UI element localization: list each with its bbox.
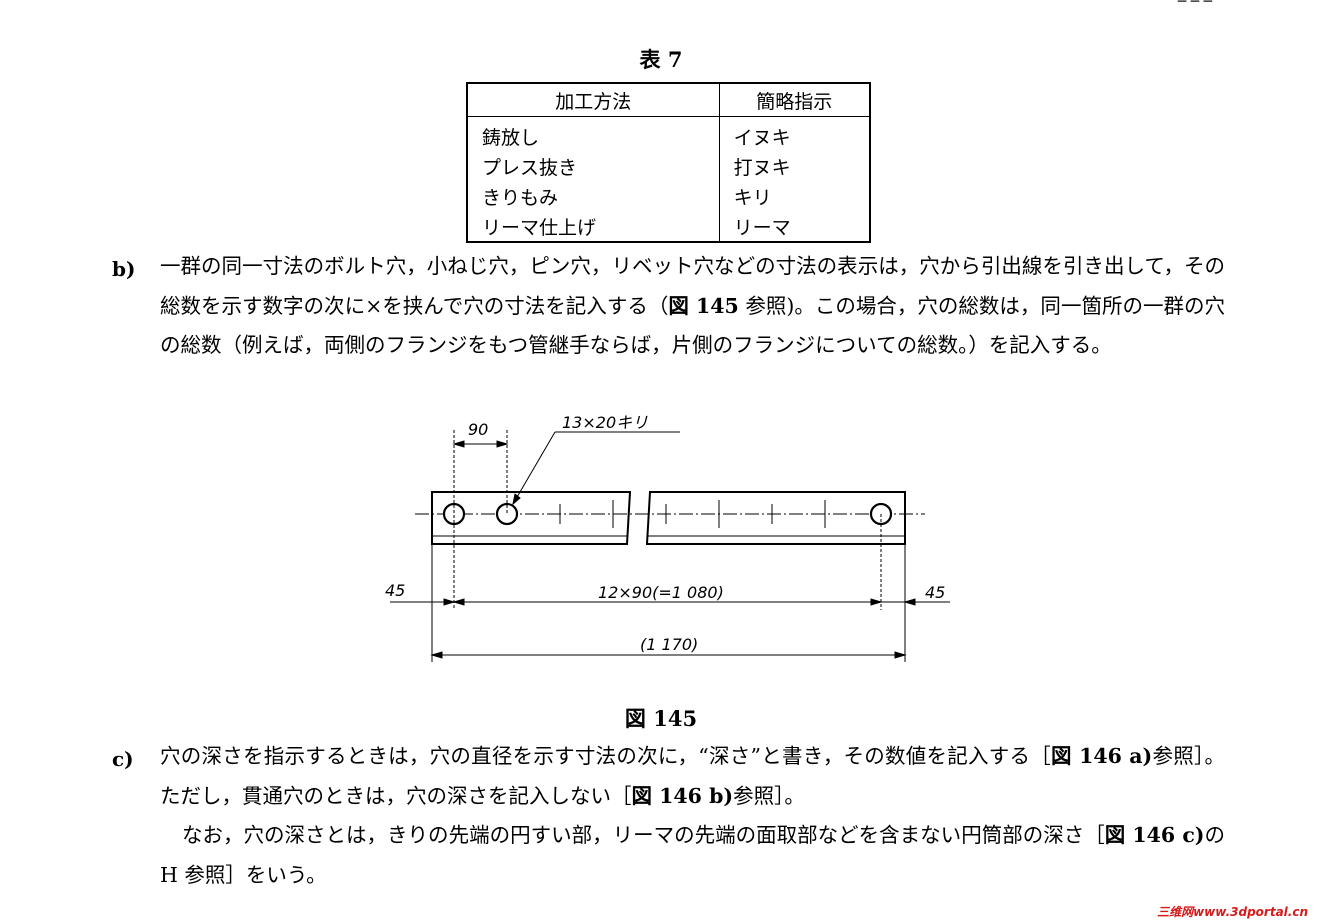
- table-row: 鋳放し イヌキ: [467, 116, 870, 151]
- method-cell: リーマ仕上げ: [467, 211, 720, 242]
- item-b-figure-ref: 図 145: [668, 293, 739, 318]
- method-cell: プレス抜き: [467, 151, 720, 181]
- label-pitch: 90: [468, 420, 488, 439]
- item-c-text-3: 参照］。: [733, 783, 805, 808]
- item-b-label: b): [112, 257, 136, 281]
- item-c-paragraph: 穴の深さを指示するときは，穴の直径を示す寸法の次に，“深さ”と書き，その数値を記…: [160, 737, 1225, 816]
- table-row: リーマ仕上げ リーマ: [467, 211, 870, 242]
- item-c-figure-ref-b: 図 146 b): [631, 783, 734, 808]
- abbreviation-cell: キリ: [733, 186, 772, 209]
- abbreviation-cell: イヌキ: [733, 126, 791, 149]
- item-c-figure-ref-c: 図 146 c): [1104, 823, 1205, 847]
- header-abbreviation: 簡略指示: [719, 83, 870, 117]
- label-left-end: 45: [385, 581, 405, 600]
- hole-1: [442, 502, 466, 526]
- item-c-text-1: 穴の深さを指示するときは，穴の直径を示す寸法の次に，“深さ”と書き，その数値を記…: [160, 744, 1051, 768]
- item-c-note: なお，穴の深さとは，きりの先端の円すい部，リーマの先端の面取部などを含まない円筒…: [160, 816, 1225, 895]
- label-right-end: 45: [925, 583, 945, 602]
- abbreviation-cell: リーマ: [733, 216, 791, 239]
- method-cell: きりもみ: [467, 181, 720, 211]
- item-b-paragraph: 一群の同一寸法のボルト穴，小ねじ穴，ピン穴，リベット穴などの寸法の表示は，穴から…: [160, 247, 1225, 366]
- hole-2: [495, 502, 519, 526]
- item-c-note-2: の H 参照］をいう。: [160, 823, 1226, 887]
- item-b-text-1: 一群の同一寸法のボルト穴，小ねじ穴，ピン穴，リベット穴などの寸法の表示は，穴から…: [160, 254, 1225, 318]
- item-c-figure-ref-a: 図 146 a): [1050, 744, 1153, 768]
- item-c-note-1: なお，穴の深さとは，きりの先端の円すい部，リーマの先端の面取部などを含まない円筒…: [182, 823, 1105, 847]
- label-total-pitch: 12×90(=1 080): [598, 583, 724, 602]
- table-row: きりもみ キリ: [467, 181, 870, 211]
- abbreviation-cell: 打ヌキ: [733, 156, 791, 179]
- figure-caption: 図 145: [624, 706, 698, 731]
- figure-145-drawing: 90 13×20キリ 45 45 12×90(=1 080) (1 170): [385, 413, 950, 662]
- table-header-row: 加工方法 簡略指示: [467, 83, 870, 117]
- bar-left-part: [431, 491, 632, 545]
- label-hole-spec: 13×20キリ: [562, 413, 648, 432]
- label-overall-length: (1 170): [640, 635, 698, 654]
- item-c-text-2: 参照］。ただし，貫通穴のときは，穴の深さを記入しない［: [160, 744, 1225, 808]
- table-row: プレス抜き 打ヌキ: [467, 151, 870, 181]
- item-c-label: c): [112, 747, 134, 771]
- item-b-text-2: 参照)。この場合，穴の総数は，同一箇所の一群の穴の総数（例えば，両側のフランジを…: [160, 293, 1225, 358]
- watermark: 三维网www.3dportal.cn: [1157, 905, 1308, 919]
- table-caption: 表 7: [639, 47, 683, 72]
- page-header-fragment: ─ ─ ─: [1177, 0, 1212, 10]
- header-method: 加工方法: [467, 83, 720, 117]
- machining-method-table: 加工方法 簡略指示 鋳放し イヌキ プレス抜き 打ヌキ きりもみ キリ リーマ仕…: [466, 82, 871, 243]
- method-cell: 鋳放し: [467, 116, 720, 151]
